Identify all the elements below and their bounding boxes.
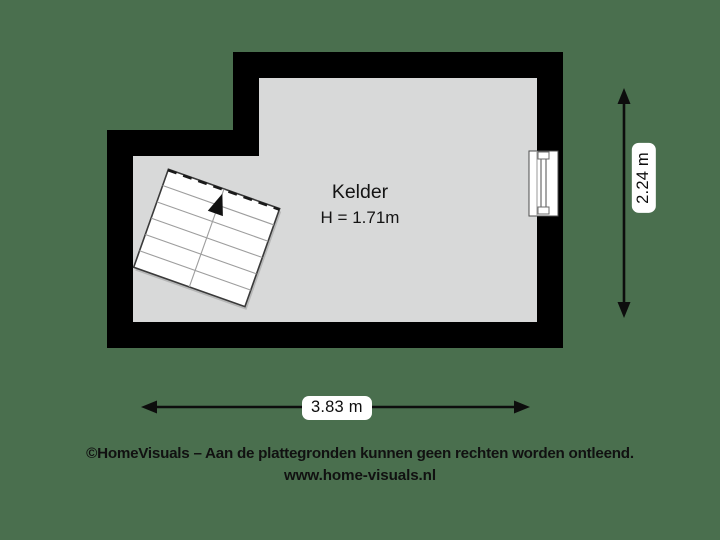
footer-copyright-text: ©HomeVisuals – Aan de plattegronden kunn…: [86, 445, 634, 462]
footer-website-text: www.home-visuals.nl: [284, 467, 436, 484]
width-dimension-label: 3.83 m: [302, 396, 372, 420]
staircase-icon: [132, 168, 282, 310]
vertical-dimension-arrow-icon: [617, 88, 631, 318]
window-icon: [528, 150, 559, 217]
stair-up-arrow-icon: [207, 193, 223, 217]
height-dimension-label: 2.24 m: [631, 143, 656, 213]
footer: ©HomeVisuals – Aan de plattegronden kunn…: [0, 444, 720, 486]
room-height-label: H = 1.71m: [320, 208, 400, 227]
room-name-label: Kelder: [331, 181, 389, 203]
